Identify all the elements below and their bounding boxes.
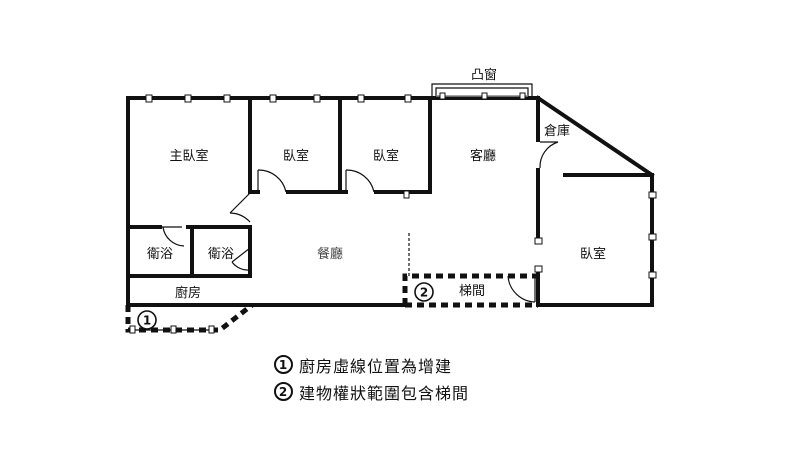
window-marks	[145, 94, 657, 279]
bay-window-label: 凸窗	[471, 67, 497, 83]
plan-marker-2: 2	[414, 282, 434, 302]
marker-2-number: 2	[420, 286, 428, 300]
dashed-extension	[125, 273, 538, 334]
living-room-label: 客廳	[470, 148, 496, 164]
bedroom-2-label: 臥室	[373, 148, 399, 164]
master-bedroom-label: 主臥室	[169, 148, 208, 164]
bedroom-3-label: 臥室	[580, 246, 606, 262]
outer-walls	[126, 95, 655, 307]
note-2-text: 建物權狀範圍包含梯間	[299, 383, 470, 403]
marker-1-number: 1	[143, 314, 151, 328]
note-1: 1 廚房虛線位置為增建	[274, 351, 469, 378]
note-1-text: 廚房虛線位置為增建	[299, 356, 453, 376]
plan-marker-1: 1	[137, 310, 157, 330]
note-1-badge: 1	[274, 355, 293, 374]
note-2: 2 建物權狀範圍包含梯間	[274, 378, 469, 405]
notes-legend: 1 廚房虛線位置為增建 2 建物權狀範圍包含梯間	[274, 351, 469, 405]
kitchen-label: 廚房	[175, 285, 201, 301]
interior-walls	[126, 96, 654, 307]
note-2-badge: 2	[274, 382, 293, 401]
bedroom-1-label: 臥室	[283, 148, 309, 164]
dining-room-label: 餐廳	[317, 246, 343, 262]
room-labels: 凸窗 主臥室 臥室 臥室 客廳 倉庫 衛浴 衛浴 餐廳 廚房 梯間 臥室	[147, 67, 606, 301]
stairwell-label: 梯間	[459, 284, 485, 299]
doors	[160, 141, 559, 303]
bathroom-1-label: 衛浴	[147, 247, 173, 262]
storage-label: 倉庫	[544, 124, 570, 139]
partition-marks	[403, 190, 543, 276]
bay-window	[431, 83, 533, 100]
bathroom-2-label: 衛浴	[208, 247, 234, 262]
